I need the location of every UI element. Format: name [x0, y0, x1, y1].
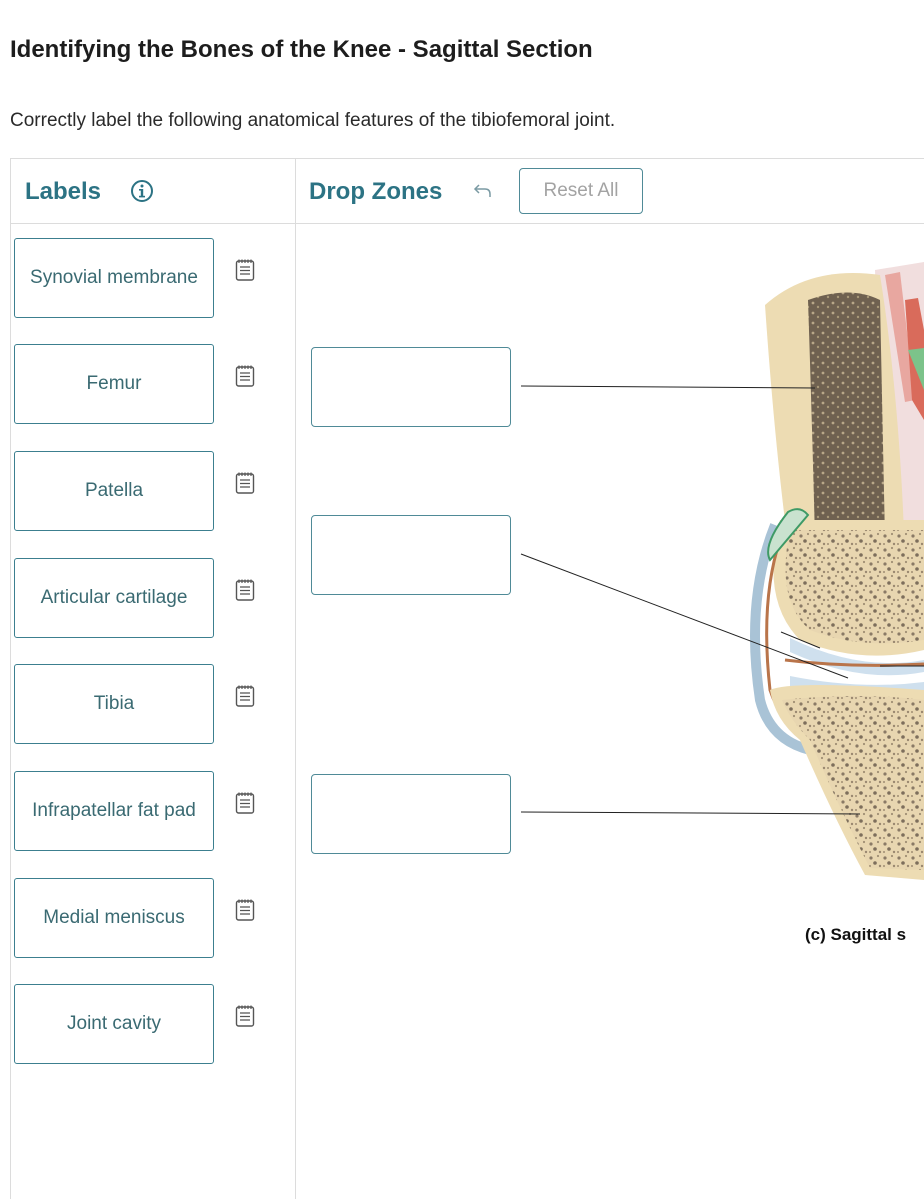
instructions: Correctly label the following anatomical… [10, 110, 616, 131]
notebook-icon[interactable] [235, 898, 255, 922]
panel-header [11, 159, 924, 224]
notebook-icon[interactable] [235, 791, 255, 815]
notebook-icon[interactable] [235, 471, 255, 495]
notebook-icon[interactable] [235, 364, 255, 388]
notebook-icon[interactable] [235, 258, 255, 282]
drop-zone-3[interactable] [311, 774, 511, 854]
label-card-tibia[interactable]: Tibia [14, 664, 214, 744]
knee-sagittal-illustration [520, 262, 924, 880]
notebook-icon[interactable] [235, 578, 255, 602]
label-card-joint-cavity[interactable]: Joint cavity [14, 984, 214, 1064]
label-card-synovial-membrane[interactable]: Synovial membrane [14, 238, 214, 318]
notebook-icon[interactable] [235, 684, 255, 708]
page-title: Identifying the Bones of the Knee - Sagi… [10, 36, 593, 63]
info-circle-icon[interactable] [130, 179, 154, 203]
notebook-icon[interactable] [235, 1004, 255, 1028]
drop-zone-2[interactable] [311, 515, 511, 595]
label-card-articular-cartilage[interactable]: Articular cartilage [14, 558, 214, 638]
labeling-panel: Labels Drop Zones Reset All [10, 158, 924, 1199]
label-card-patella[interactable]: Patella [14, 451, 214, 531]
drop-zone-1[interactable] [311, 347, 511, 427]
panel-divider [295, 159, 296, 1199]
undo-arrow-icon[interactable] [473, 182, 493, 200]
label-card-infrapatellar-fat-pad[interactable]: Infrapatellar fat pad [14, 771, 214, 851]
labels-heading: Labels [25, 178, 102, 205]
label-card-medial-meniscus[interactable]: Medial meniscus [14, 878, 214, 958]
label-card-femur[interactable]: Femur [14, 344, 214, 424]
drop-zones-heading: Drop Zones [309, 178, 443, 205]
figure-caption: (c) Sagittal s [805, 925, 907, 944]
reset-all-button[interactable]: Reset All [519, 168, 643, 214]
